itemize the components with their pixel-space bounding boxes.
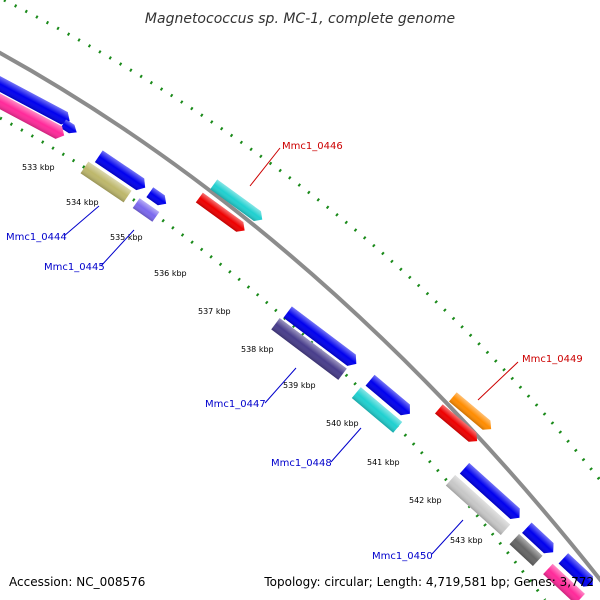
gene-features: [0, 72, 598, 600]
gene-label-mmc1-0448[interactable]: Mmc1_0448: [271, 458, 332, 469]
kbp-label: 540 kbp: [326, 419, 359, 428]
gene-label-mmc1-0447[interactable]: Mmc1_0447: [205, 399, 266, 410]
gene-blue-reverse-4[interactable]: [146, 187, 169, 208]
gene-label-mmc1-0444[interactable]: Mmc1_0444: [6, 232, 67, 243]
gene-blue-reverse-7[interactable]: [459, 463, 524, 523]
gene-mmc1-0449[interactable]: [448, 392, 495, 433]
gene-blue-reverse-1[interactable]: [0, 72, 73, 128]
gene-blue-reverse-8[interactable]: [522, 522, 558, 558]
gene-label-mmc1-0450[interactable]: Mmc1_0450: [372, 551, 433, 562]
gene-labels: Mmc1_0446 Mmc1_0449 Mmc1_0444 Mmc1_0445 …: [6, 141, 583, 562]
gene-mmc1-0450[interactable]: [445, 475, 511, 535]
gene-label-mmc1-0445[interactable]: Mmc1_0445: [44, 262, 105, 273]
gene-red-forward-2[interactable]: [434, 404, 481, 445]
kbp-label: 535 kbp: [110, 233, 143, 242]
gene-gray-reverse[interactable]: [509, 533, 543, 567]
kbp-label: 543 kbp: [450, 536, 483, 545]
gene-red-forward-1[interactable]: [195, 192, 248, 236]
accession-text: Accession: NC_008576: [9, 575, 145, 589]
gene-blue-reverse-5[interactable]: [283, 306, 360, 370]
kbp-label: 536 kbp: [154, 269, 187, 278]
gene-mmc1-0444[interactable]: [80, 161, 132, 203]
kbp-label: 533 kbp: [22, 163, 55, 172]
gene-mmc1-0447[interactable]: [271, 318, 347, 380]
kbp-label: 541 kbp: [367, 458, 400, 467]
tick-ring: [0, 116, 547, 600]
kbp-label: 537 kbp: [198, 307, 231, 316]
tick-ring: [3, 0, 600, 481]
gene-mmc1-0445[interactable]: [132, 198, 160, 222]
gene-label-mmc1-0446[interactable]: Mmc1_0446: [282, 141, 343, 152]
kbp-label: 539 kbp: [283, 381, 316, 390]
kbp-label: 538 kbp: [241, 345, 274, 354]
kbp-label: 542 kbp: [409, 496, 442, 505]
label-leaders: [63, 147, 519, 555]
gene-pink-reverse-1[interactable]: [0, 82, 67, 141]
kbp-scale: 533 kbp 534 kbp 535 kbp 536 kbp 537 kbp …: [22, 163, 483, 545]
gene-mmc1-0446[interactable]: [210, 179, 266, 225]
gene-label-mmc1-0449[interactable]: Mmc1_0449: [522, 354, 583, 365]
gene-blue-reverse-6[interactable]: [365, 374, 415, 419]
gene-blue-reverse-3[interactable]: [94, 150, 149, 194]
gene-mmc1-0448[interactable]: [351, 387, 403, 433]
kbp-label: 534 kbp: [66, 198, 99, 207]
gene-pink-reverse-2[interactable]: [543, 563, 585, 600]
map-title: Magnetococcus sp. MC-1, complete genome: [145, 11, 455, 27]
genome-backbone: [0, 50, 600, 583]
gene-blue-reverse-2[interactable]: [60, 119, 80, 136]
gene-blue-reverse-9[interactable]: [558, 553, 598, 591]
genome-summary-text: Topology: circular; Length: 4,719,581 bp…: [263, 575, 594, 589]
